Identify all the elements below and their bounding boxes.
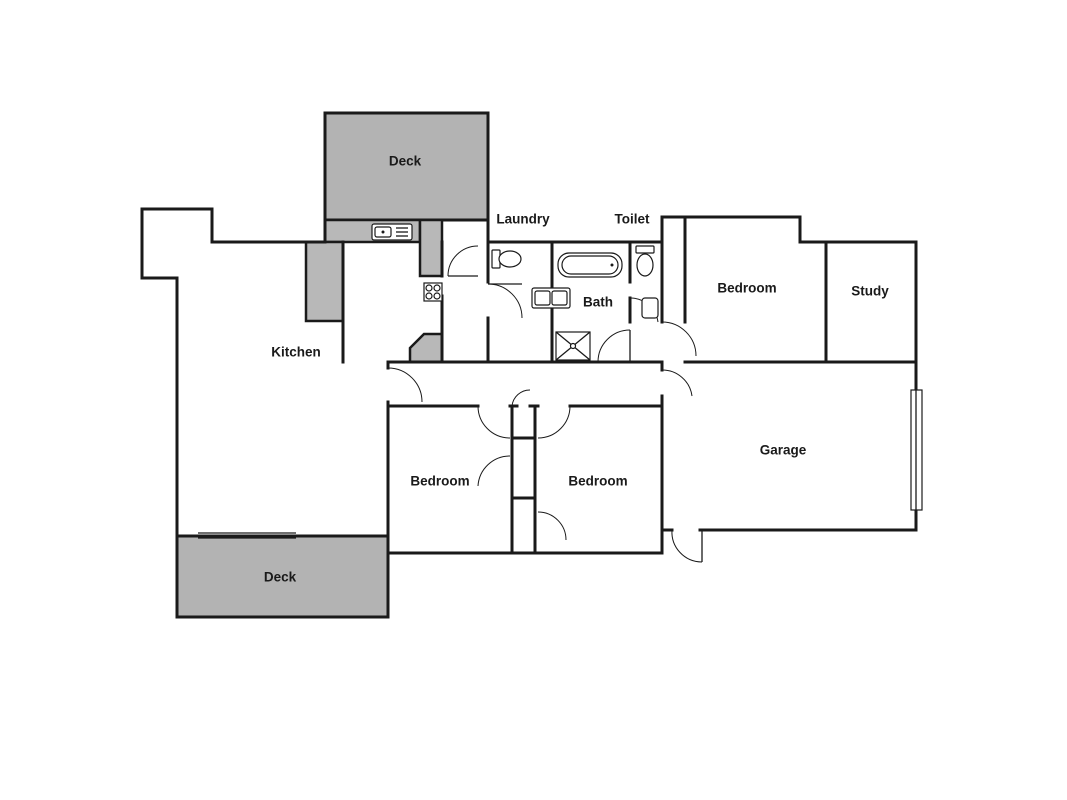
door-swing-icon — [487, 283, 523, 319]
room-label-garage: Garage — [760, 443, 807, 458]
sink-icon — [371, 223, 413, 241]
room-label-deck-top: Deck — [389, 154, 422, 169]
room-label-bath: Bath — [583, 295, 613, 310]
deck-bottom-area — [175, 534, 390, 619]
door-swing-icon — [537, 405, 571, 439]
room-label-bedroom-middle: Bedroom — [568, 474, 627, 489]
door-swing-icon — [661, 321, 697, 357]
room-label-study: Study — [851, 284, 889, 299]
room-label-laundry: Laundry — [496, 212, 550, 227]
door-swing-icon — [661, 369, 693, 397]
door-swing-icon — [447, 245, 479, 277]
walls — [140, 111, 918, 555]
room-label-bedroom-main: Bedroom — [717, 281, 776, 296]
shower-icon — [555, 331, 591, 361]
bathtub-icon — [557, 252, 623, 278]
detail-lines — [198, 389, 923, 539]
toilet-icon — [635, 245, 655, 277]
door-swing-icon — [477, 455, 511, 487]
door-swing-icon — [597, 329, 631, 363]
room-label-toilet: Toilet — [615, 212, 651, 227]
room-label-bedroom-left: Bedroom — [410, 474, 469, 489]
room-label-deck-bottom: Deck — [264, 570, 297, 585]
door-swing-icon — [511, 389, 531, 407]
door-swing-icon — [477, 405, 511, 439]
room-label-kitchen: Kitchen — [271, 345, 321, 360]
basin-icon — [641, 297, 659, 319]
toilet-icon — [491, 249, 522, 269]
room-labels: Deck Laundry Toilet Bedroom Study Kitche… — [264, 154, 889, 585]
door-swing-icon — [671, 529, 703, 563]
door-swing-icon — [537, 511, 567, 541]
door-swing-icon — [387, 367, 423, 403]
deck-top-area — [323, 111, 490, 222]
cooktop-icon — [423, 282, 443, 302]
laundry-tub-icon — [531, 287, 571, 309]
